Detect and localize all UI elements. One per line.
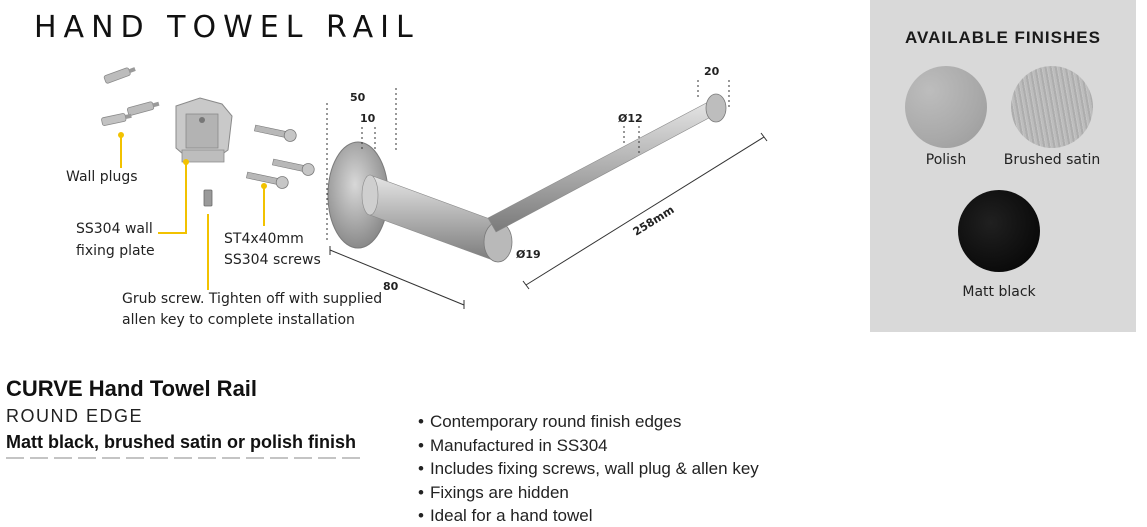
- brushed-satin-label: Brushed satin: [1003, 152, 1101, 168]
- dim-o19: Ø19: [516, 248, 541, 261]
- fixing-plate-illustration: [175, 97, 233, 163]
- wall-plugs-illustration: [101, 67, 160, 126]
- feature-item: Ideal for a hand towel: [418, 504, 759, 527]
- feature-item: Manufactured in SS304: [418, 434, 759, 458]
- matt-black-swatch: [958, 190, 1040, 272]
- product-finish-line: Matt black, brushed satin or polish fini…: [6, 432, 357, 452]
- wall-plugs-label: Wall plugs: [66, 169, 138, 185]
- feature-item: Includes fixing screws, wall plug & alle…: [418, 457, 759, 481]
- dim-258: 258mm: [631, 203, 677, 238]
- dimension-lines: [326, 80, 768, 309]
- brushed-satin-swatch: [1011, 66, 1093, 148]
- finishes-heading: AVAILABLE FINISHES: [905, 28, 1101, 47]
- polish-swatch: [905, 66, 987, 148]
- dim-50: 50: [350, 91, 366, 104]
- finishes-panel: AVAILABLE FINISHES Polish Brushed satin …: [870, 0, 1136, 332]
- polish-label: Polish: [925, 152, 967, 168]
- product-name-bold: CURVE: [6, 376, 83, 401]
- product-name: CURVE Hand Towel Rail: [6, 376, 257, 402]
- towel-rail-illustration: [327, 93, 727, 263]
- product-subtitle: ROUND EDGE: [6, 406, 144, 426]
- grub-screw-label-2: allen key to complete installation: [122, 312, 355, 328]
- screws-label-1: ST4x40mm: [224, 231, 304, 247]
- screws-label-2: SS304 screws: [224, 252, 321, 268]
- grub-screw-label-1: Grub screw. Tighten off with supplied: [122, 291, 382, 307]
- dim-o12: Ø12: [618, 112, 643, 125]
- dim-10: 10: [360, 112, 376, 125]
- product-diagram: Wall plugs SS304 wall fixing plate Grub …: [66, 65, 768, 328]
- fixing-plate-label-1: SS304 wall: [76, 221, 153, 237]
- feature-item: Fixings are hidden: [418, 481, 759, 505]
- fixing-plate-label-2: fixing plate: [76, 243, 155, 259]
- product-name-rest: Hand Towel Rail: [88, 376, 258, 401]
- cutoff-text-line: [6, 455, 366, 461]
- grub-screw-illustration: [203, 189, 213, 207]
- dim-20: 20: [704, 65, 720, 78]
- feature-list: Contemporary round finish edges Manufact…: [418, 410, 759, 527]
- page-title: HAND TOWEL RAIL: [34, 10, 420, 45]
- feature-item: Contemporary round finish edges: [418, 410, 759, 434]
- dim-80: 80: [383, 280, 399, 293]
- matt-black-label: Matt black: [962, 284, 1036, 300]
- screws-illustration: [246, 124, 315, 189]
